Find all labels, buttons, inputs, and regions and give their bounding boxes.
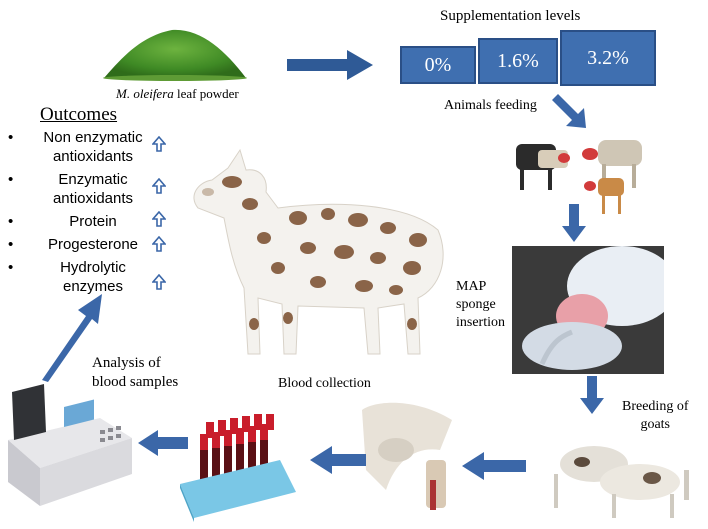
leaf-powder-image — [100, 20, 250, 82]
blood-tubes-image — [176, 414, 300, 522]
level-box-1: 1.6% — [478, 38, 558, 84]
animals-feeding-label: Animals feeding — [444, 98, 537, 113]
analysis-label: Analysis of blood samples — [92, 355, 179, 390]
level-box-2: 3.2% — [560, 30, 656, 86]
up-arrow-icon — [152, 211, 166, 227]
up-arrow-icon — [152, 274, 166, 290]
goat-image — [168, 148, 462, 360]
up-arrow-icon — [152, 236, 166, 252]
blood-collection-label: Blood collection — [278, 376, 371, 391]
list-item: •Progesterone — [8, 236, 139, 253]
arrow-down-icon — [562, 204, 586, 242]
arrow-right-icon — [287, 50, 373, 80]
arrow-left-icon — [462, 452, 526, 480]
arrow-left-icon — [310, 446, 366, 474]
up-arrow-icon — [152, 178, 166, 194]
sponge-insertion-image — [512, 246, 664, 374]
leaf-powder-caption: M. oleifera leaf powder — [116, 86, 239, 101]
arrow-down-icon — [580, 376, 604, 414]
up-arrow-icon — [152, 136, 166, 152]
map-sponge-label: MAP sponge insertion — [456, 279, 505, 330]
arrow-down-icon — [552, 94, 586, 128]
supplementation-title: Supplementation levels — [440, 8, 581, 24]
outcomes-title: Outcomes — [40, 104, 118, 125]
feeding-goats-image — [506, 130, 656, 220]
breeding-goats-image — [534, 414, 704, 522]
blood-collection-image — [356, 390, 464, 518]
level-box-0: 0% — [400, 46, 476, 84]
arrow-up-icon — [42, 294, 102, 382]
breeding-label: Breeding of goats — [622, 399, 689, 432]
spectrophotometer-image — [4, 378, 134, 508]
list-item: •Protein — [8, 213, 117, 230]
arrow-left-icon — [138, 430, 188, 456]
